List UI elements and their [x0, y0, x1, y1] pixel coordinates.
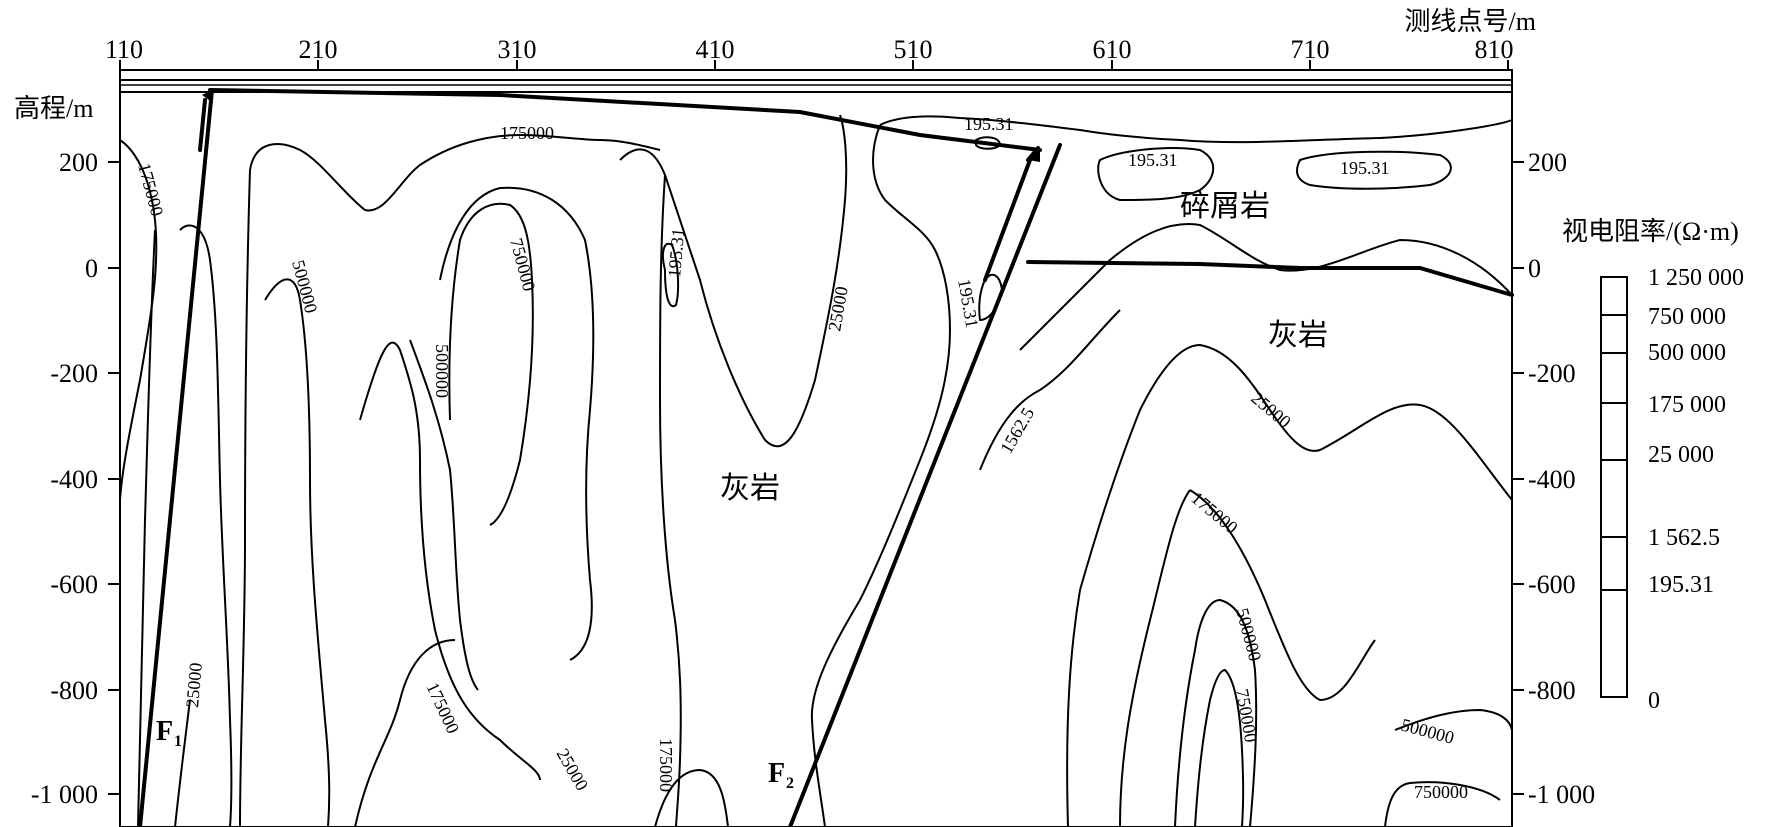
detritus-loops	[1097, 147, 1452, 202]
fault-arrow-f1	[202, 90, 213, 103]
fault-label-f2-main: F	[768, 758, 785, 789]
x-tick-label: 310	[498, 35, 537, 64]
plot-frame	[119, 69, 1513, 827]
y-tick-label: -600	[50, 570, 98, 599]
contour-lines	[119, 114, 1513, 827]
contour-label: 500000	[1232, 606, 1265, 663]
legend-entry: 500 000	[1648, 340, 1726, 366]
y-tick-labels-left: 200 0 -200 -400 -600 -800 -1 000	[31, 148, 98, 809]
y-tick-label: -1 000	[31, 780, 98, 809]
y-tick-label-right: -800	[1528, 676, 1576, 705]
legend-entry: 1 250 000	[1648, 265, 1744, 291]
legend-title: 视电阻率/(Ω·m)	[1562, 217, 1739, 246]
x-tick-marks	[119, 60, 1509, 70]
fault-label-f2: F 2	[768, 758, 794, 792]
fault-label-f2-sub: 2	[786, 775, 794, 792]
legend-entry: 175 000	[1648, 392, 1726, 418]
y-tick-marks-right	[1512, 161, 1524, 795]
legend-ticks	[1601, 276, 1627, 591]
fault-label-f1-main: F	[156, 716, 173, 747]
x-tick-label: 710	[1291, 35, 1330, 64]
x-tick-label: 210	[299, 35, 338, 64]
fault-arrow-f2	[1028, 147, 1040, 162]
contour-label: 175000	[656, 738, 676, 792]
lithology-label-limestone-right: 灰岩	[1268, 319, 1328, 352]
contour-label: 195.31	[1128, 150, 1178, 170]
x-tick-label: 410	[696, 35, 735, 64]
contour-label: 750000	[506, 236, 539, 293]
contour-label: 175000	[1187, 488, 1241, 538]
contour-label: 25000	[824, 285, 852, 333]
contour-label: 195.31	[664, 227, 688, 278]
legend-entry: 195.31	[1648, 572, 1714, 598]
fault-label-f1: F 1	[156, 716, 182, 750]
x-tick-label: 110	[105, 35, 143, 64]
fault-label-f1-sub: 1	[174, 733, 182, 750]
x-tick-label: 810	[1475, 35, 1514, 64]
legend-entry: 1 562.5	[1648, 525, 1720, 551]
legend-entry: 0	[1648, 688, 1660, 714]
contour-label: 1562.5	[996, 404, 1038, 457]
contour-label: 175000	[134, 161, 167, 218]
x-axis-title: 测线点号/m	[1405, 7, 1536, 36]
contour-label: 500000	[432, 344, 452, 398]
contour-label: 175000	[422, 679, 463, 736]
y-tick-label-right: -600	[1528, 570, 1576, 599]
y-tick-label-right: 200	[1528, 148, 1567, 177]
contour-label: 175000	[500, 123, 554, 143]
y-tick-label-right: -200	[1528, 359, 1576, 388]
contour-label: 25000	[553, 745, 593, 794]
contour-label: 750000	[1414, 782, 1468, 802]
fault-lines	[138, 88, 1514, 827]
y-tick-label-right: -400	[1528, 465, 1576, 494]
lithology-label-detritus: 碎屑岩	[1180, 190, 1270, 223]
contour-label: 195.31	[954, 277, 982, 329]
y-tick-label: -200	[50, 359, 98, 388]
y-tick-label: -800	[50, 676, 98, 705]
lithology-label-limestone-center: 灰岩	[720, 472, 780, 505]
y-tick-label: -400	[50, 465, 98, 494]
y-tick-label: 0	[85, 254, 98, 283]
y-tick-label: 200	[59, 148, 98, 177]
x-tick-label: 510	[894, 35, 933, 64]
contour-label: 195.31	[1340, 158, 1390, 178]
x-tick-labels: 110 210 310 410 510 610 710 810	[105, 35, 1514, 64]
contour-label: 195.31	[964, 114, 1014, 134]
legend-entry: 750 000	[1648, 304, 1726, 330]
y-axis-title: 高程/m	[14, 94, 93, 123]
y-tick-label-right: -1 000	[1528, 780, 1595, 809]
contour-label: 25000	[1247, 388, 1294, 432]
legend-entry: 25 000	[1648, 442, 1714, 468]
y-tick-labels-right: 200 0 -200 -400 -600 -800 -1 000	[1528, 148, 1595, 809]
legend-labels: 1 250 000 750 000 500 000 175 000 25 000…	[1648, 265, 1744, 714]
y-tick-label-right: 0	[1528, 254, 1541, 283]
x-tick-label: 610	[1093, 35, 1132, 64]
contour-label: 500000	[288, 258, 321, 315]
legend-bar	[1600, 276, 1628, 698]
contour-label: 25000	[182, 662, 206, 709]
y-tick-marks-left	[108, 161, 120, 795]
